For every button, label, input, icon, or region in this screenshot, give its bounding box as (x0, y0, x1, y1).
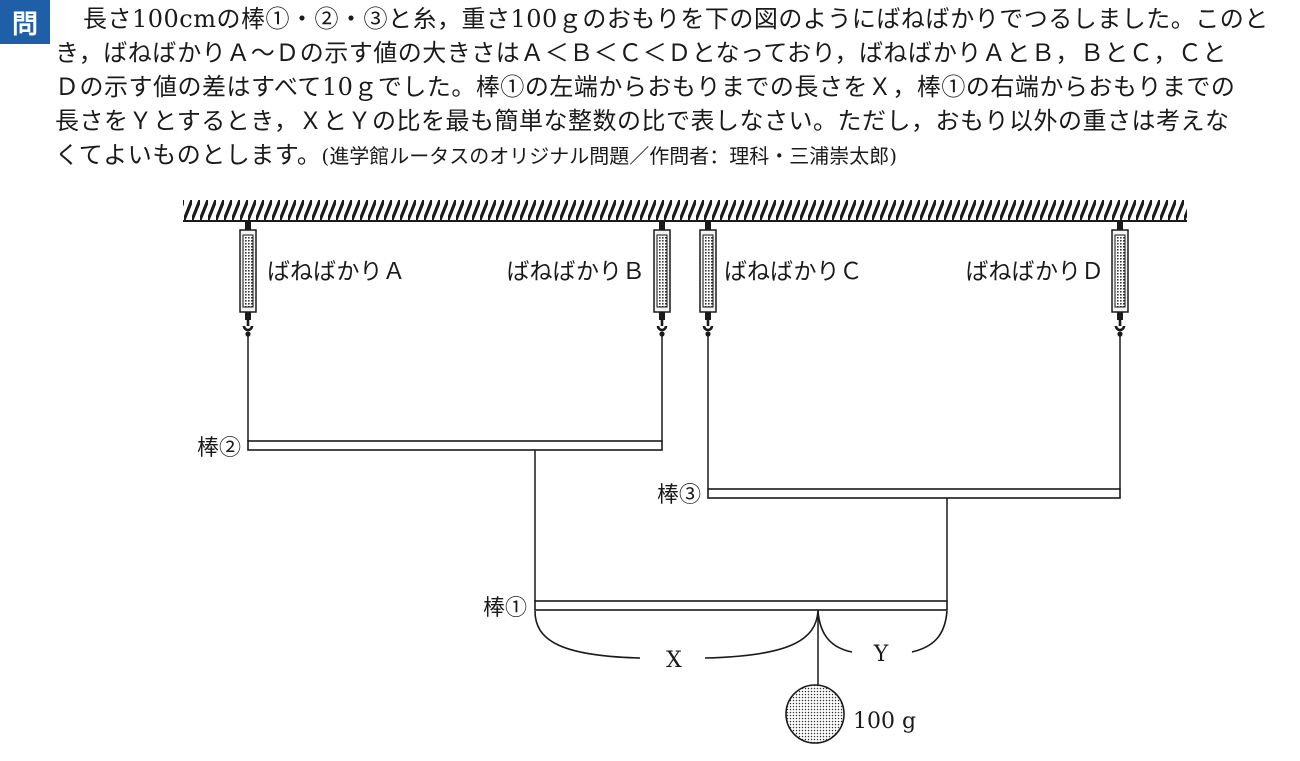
question-line-4: 長さをＹとするとき，ＸとＹの比を最も簡単な整数の比で表しなさい。ただし，おもり以… (55, 107, 1230, 135)
scale-a-label: ばねばかりＡ (267, 259, 405, 285)
question-line-5: くてよいものとします。(進学館ルータスのオリジナル問題／作問者：理科・三浦崇太郎… (55, 138, 1295, 173)
length-x-brace (534, 610, 819, 659)
question-line-2: き，ばねばかりＡ～Ｄの示す値の大きさはＡ＜Ｂ＜Ｃ＜Ｄとなっており，ばねばかりＡと… (55, 39, 1227, 67)
weight (785, 684, 845, 744)
spring-scale-d (1110, 220, 1130, 338)
ceiling (183, 200, 1187, 222)
question-line-3: Ｄの示す値の差はすべて10ｇでした。棒①の左端からおもりまでの長さをＸ，棒①の右… (55, 73, 1236, 101)
weight-label: 100 g (853, 709, 916, 734)
rod-2-label: 棒② (197, 436, 241, 461)
length-y-brace (817, 610, 948, 653)
strings (247, 336, 1121, 688)
question-text: 長さ100cmの棒①・②・③と糸，重さ100ｇのおもりを下の図のようにばねばかり… (55, 2, 1295, 173)
question-credit: (進学館ルータスのオリジナル問題／作問者：理科・三浦崇太郎) (321, 144, 897, 168)
scale-b-label: ばねばかりＢ (507, 259, 645, 285)
spring-scale-b (652, 220, 672, 338)
rod-3-label: 棒③ (657, 483, 701, 508)
question-line-5-text: くてよいものとします。 (55, 141, 322, 169)
scale-c-label: ばねばかりＣ (724, 259, 862, 285)
length-y-label: Y (873, 642, 889, 667)
spring-scale-a (238, 220, 258, 338)
rod-1-label: 棒① (483, 596, 527, 621)
spring-scale-c (698, 220, 718, 338)
length-x-label: X (666, 648, 682, 673)
scale-d-label: ばねばかりＤ (966, 259, 1104, 285)
rod-3 (707, 488, 1121, 499)
question-badge: 問 (0, 0, 50, 44)
rod-2 (247, 440, 663, 451)
rod-1 (534, 600, 948, 611)
question-line-1: 長さ100cmの棒①・②・③と糸，重さ100ｇのおもりを下の図のようにばねばかり… (83, 5, 1269, 33)
